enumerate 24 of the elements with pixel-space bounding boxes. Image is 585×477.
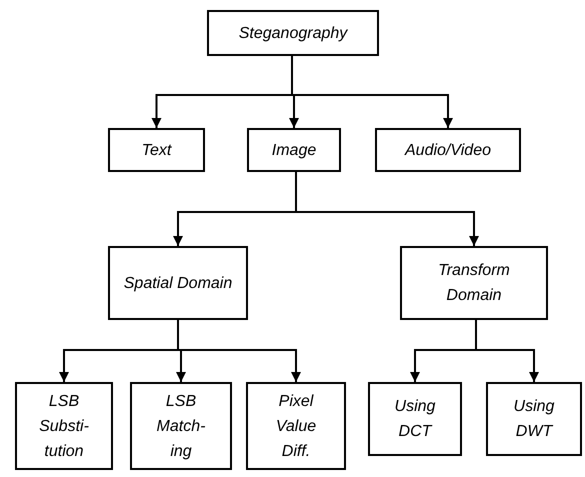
node-label: Spatial Domain [123,274,233,294]
node-label: Text [140,140,173,160]
process-box [247,128,341,172]
node-label: Audio/Video [403,140,492,160]
node-label: Image [270,140,318,160]
node-label: LSB Substi- tution [38,392,90,462]
node-label: Steganography [238,24,349,44]
process-box [108,246,248,320]
connector-arrow [475,320,539,382]
process-box [375,128,521,172]
process-box [130,382,232,470]
connector-arrow [295,172,479,246]
node-label: Using DCT [394,397,436,442]
process-box [108,128,205,172]
process-box [486,382,582,456]
process-box [207,10,379,56]
process-box [400,246,548,320]
node-label: Transform Domain [437,261,511,306]
process-box [368,382,462,456]
process-box [246,382,346,470]
node-label: LSB Match- ing [156,392,206,462]
process-box [15,382,113,470]
node-label: Pixel Value Diff. [274,392,318,462]
node-label: Using DWT [512,397,556,442]
